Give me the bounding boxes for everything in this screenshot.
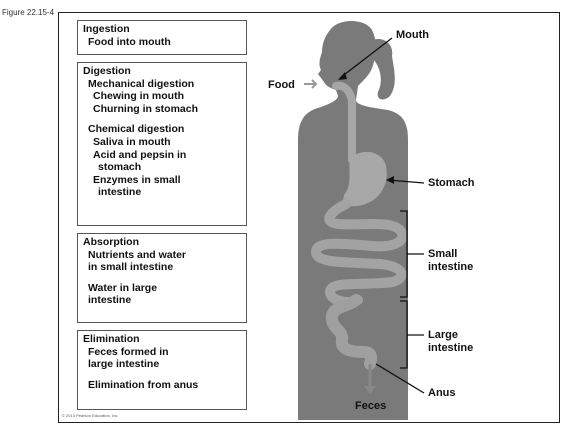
stomach-label: Stomach — [428, 177, 474, 190]
food-label: Food — [268, 79, 295, 92]
copyright-text: © 2013 Pearson Education, Inc. — [62, 413, 119, 418]
feces-label: Feces — [355, 400, 386, 413]
ponytail — [370, 39, 395, 100]
figure-label: Figure 22.15-4 — [2, 8, 56, 17]
large-intestine-label: Large intestine — [428, 329, 473, 354]
mouth-label: Mouth — [396, 29, 429, 42]
food-arrow-icon — [304, 80, 316, 88]
small-intestine-label: Small intestine — [428, 248, 473, 273]
anus-label: Anus — [428, 387, 456, 400]
